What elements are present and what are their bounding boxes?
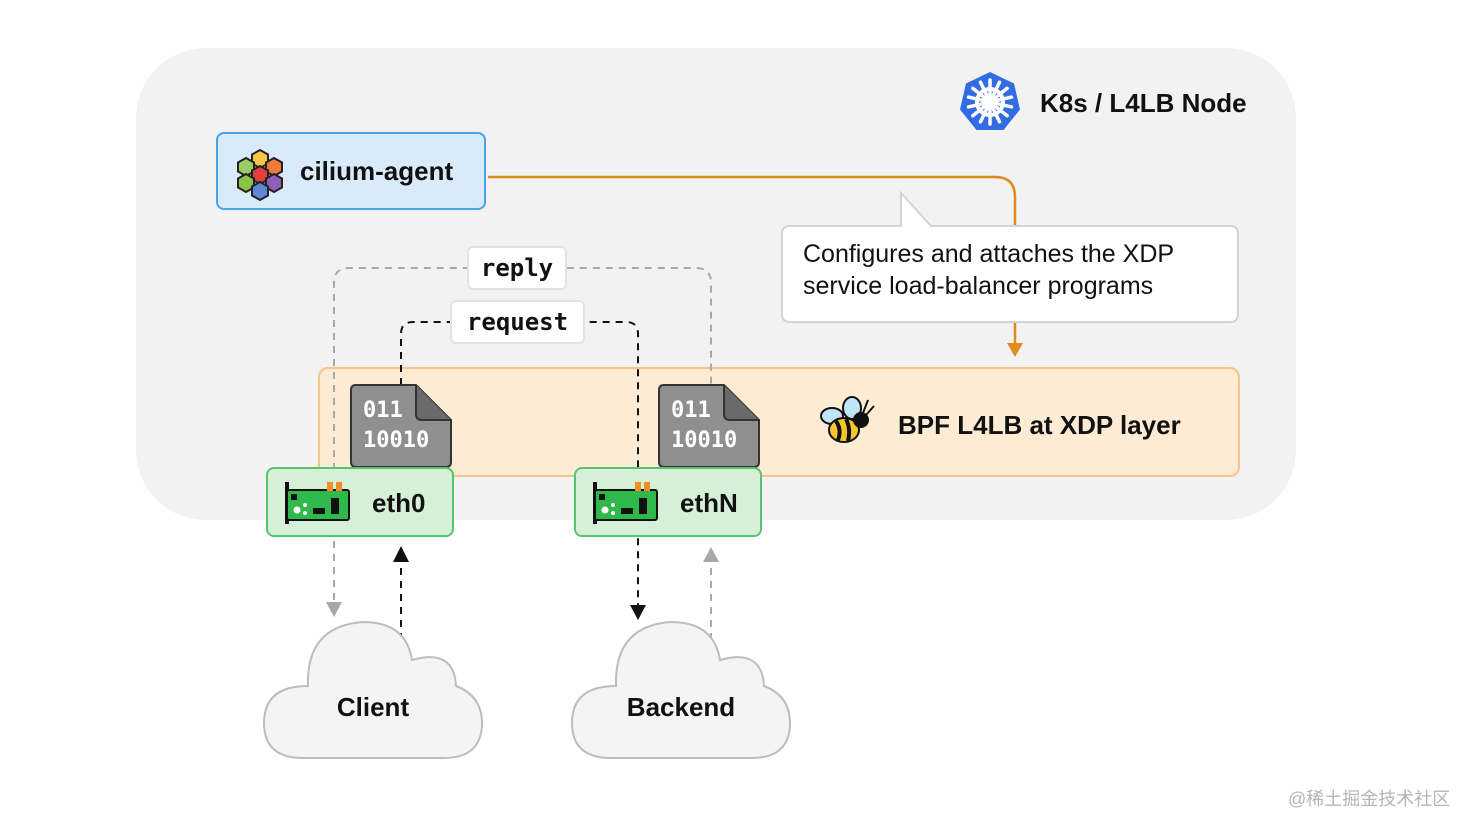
cilium-icon [237, 148, 283, 202]
watermark: @稀土掘金技术社区 [1288, 789, 1451, 809]
callout-text: Configures and attaches the XDP service … [803, 240, 1174, 300]
binary-line-1: 011 [363, 398, 403, 423]
node-title: K8s / L4LB Node [1040, 88, 1247, 118]
backend-cloud-icon [570, 620, 792, 759]
request-arrowhead-eth0 [393, 546, 409, 562]
kubernetes-icon [960, 72, 1020, 130]
reply-label: reply [467, 246, 567, 290]
request-label: request [450, 300, 585, 344]
client-label: Client [336, 692, 410, 722]
bpf-program-file-icon [658, 384, 760, 468]
binary-line-1: 011 [671, 398, 711, 423]
callout-bubble [781, 190, 1239, 323]
client-cloud-icon [262, 620, 484, 759]
cilium-agent-label: cilium-agent [300, 156, 454, 186]
binary-line-2: 10010 [671, 428, 738, 453]
backend-label: Backend [626, 692, 736, 722]
nic-eth0-label: eth0 [372, 488, 426, 518]
ebpf-bee-icon [820, 396, 875, 443]
reply-arrowhead-client [326, 602, 342, 617]
network-card-icon [285, 482, 350, 524]
bpf-l4lb-label: BPF L4LB at XDP layer [898, 410, 1181, 440]
network-card-icon [593, 482, 658, 524]
bpf-program-file-icon [350, 384, 452, 468]
reply-arrowhead-ethN [703, 547, 719, 562]
binary-line-2: 10010 [363, 428, 430, 453]
nic-ethN-label: ethN [680, 488, 738, 518]
